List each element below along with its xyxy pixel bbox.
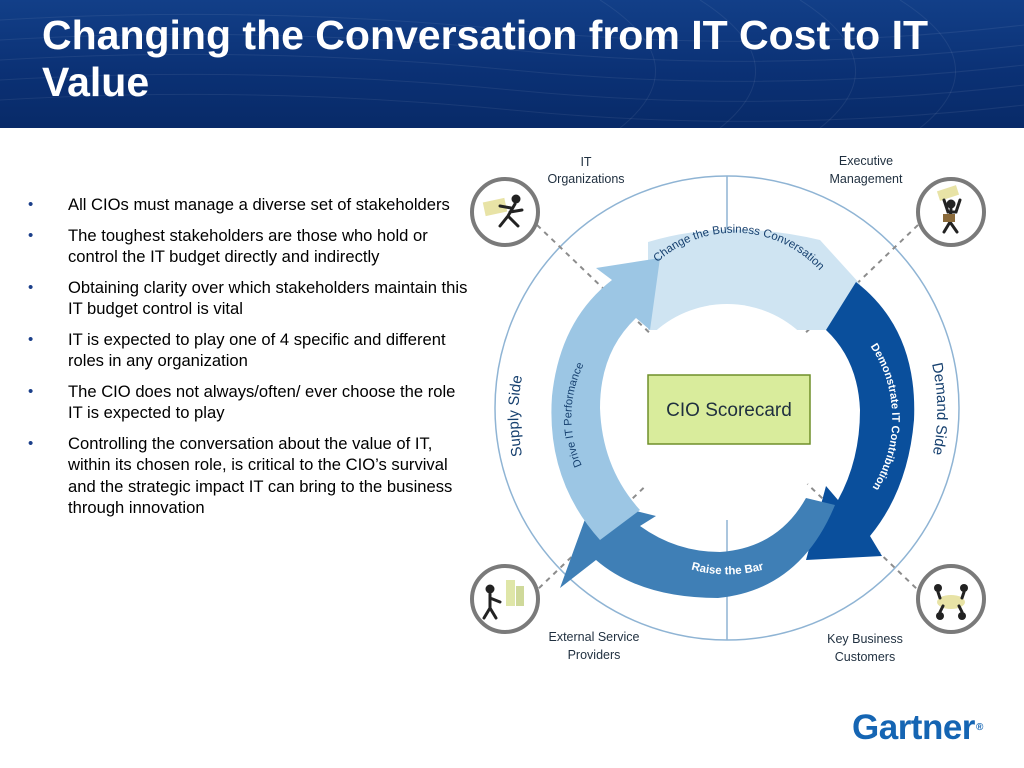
demand-side-label: Demand Side: [928, 361, 950, 456]
bullet-text: Obtaining clarity over which stakeholder…: [68, 277, 468, 319]
title-banner: Changing the Conversation from IT Cost t…: [0, 0, 1024, 128]
drive-performance-arrow: [551, 258, 660, 540]
key-business-label-line1: Key Business: [827, 632, 903, 646]
bullet-text: IT is expected to play one of 4 specific…: [68, 329, 446, 371]
bullet-marker: •: [28, 330, 34, 348]
bullet-list: • All CIOs must manage a diverse set of s…: [28, 194, 468, 528]
bullet-item: • The toughest stakeholders are those who…: [28, 225, 468, 268]
bullet-marker: •: [28, 278, 34, 296]
gartner-logo: Gartner®: [852, 708, 983, 748]
bullet-marker: •: [28, 226, 34, 244]
slide-title: Changing the Conversation from IT Cost t…: [42, 12, 929, 105]
svg-text:Supply Side: Supply Side: [505, 374, 526, 458]
cio-scorecard-box: [647, 374, 811, 445]
bullet-item: • Obtaining clarity over which stakeholde…: [28, 277, 468, 320]
businessman-handshake-icon: [470, 564, 540, 634]
executive-management-label-line2: Management: [830, 172, 903, 186]
bullet-marker: •: [28, 196, 34, 213]
raise-the-bar-arrow: [560, 498, 835, 598]
supply-side-label: Supply Side: [505, 374, 526, 458]
external-providers-label-line2: Providers: [568, 648, 621, 662]
raise-the-bar-label: Raise the Bar: [690, 561, 765, 578]
bullet-item: • Controlling the conversation about the …: [28, 433, 468, 519]
executive-management-label-line1: Executive: [839, 154, 893, 168]
businessman-running-icon: [470, 177, 540, 247]
bullet-item: • IT is expected to play one of 4 specifi…: [28, 329, 468, 372]
bullet-text: The CIO does not always/often/ ever choo…: [68, 381, 456, 423]
key-business-label-line2: Customers: [835, 650, 895, 664]
svg-text:Raise the Bar: Raise the Bar: [690, 561, 765, 578]
demonstrate-contribution-arrow: [806, 282, 915, 560]
bullet-marker: •: [28, 434, 34, 452]
cio-scorecard-label: CIO Scorecard: [666, 400, 792, 421]
registered-mark: ®: [975, 722, 983, 733]
bullet-text: The toughest stakeholders are those who …: [68, 225, 428, 267]
change-conversation-arrow: [648, 229, 860, 330]
wave-pattern-decoration: [0, 0, 1024, 128]
external-providers-label-line1: External Service: [548, 630, 639, 644]
bullet-text: All CIOs must manage a diverse set of st…: [68, 195, 450, 214]
bullet-text: Controlling the conversation about the v…: [68, 433, 453, 518]
it-organizations-label-line2: Organizations: [547, 172, 624, 186]
businessman-lifting-icon: [916, 177, 986, 247]
bullet-marker: •: [28, 382, 34, 400]
svg-text:Demand Side: Demand Side: [928, 361, 950, 456]
it-organizations-label-line1: IT: [580, 155, 591, 169]
business-meeting-icon: [916, 564, 986, 634]
bullet-item: • The CIO does not always/often/ ever cho…: [28, 381, 468, 424]
bullet-item: • All CIOs must manage a diverse set of s…: [28, 194, 468, 216]
gartner-logo-text: Gartner: [852, 708, 975, 747]
